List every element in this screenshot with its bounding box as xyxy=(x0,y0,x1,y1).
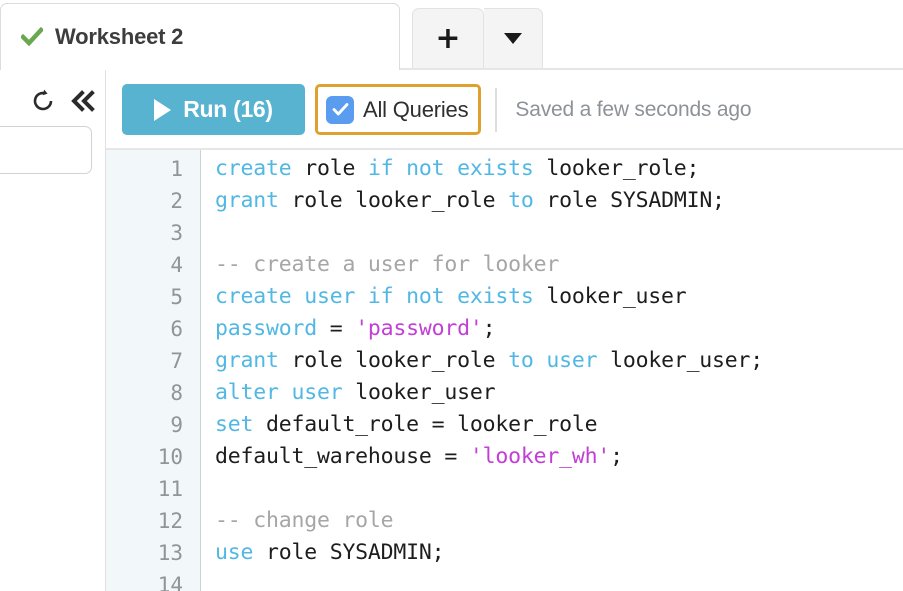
code-token: looker_user xyxy=(342,380,496,405)
line-number: 14 xyxy=(157,573,183,591)
line-number: 11 xyxy=(157,477,183,501)
run-button-label: Run (16) xyxy=(183,96,273,122)
code-token: create user if not exists xyxy=(215,284,534,309)
code-token: role xyxy=(291,156,368,181)
line-number: 9 xyxy=(170,413,183,437)
tab-bar: Worksheet 2 + xyxy=(0,0,903,70)
code-line[interactable]: default_warehouse = 'looker_wh'; xyxy=(215,441,903,473)
tab-bar-underline xyxy=(0,68,903,70)
run-button[interactable]: Run (16) xyxy=(122,84,305,135)
code-token: role SYSADMIN; xyxy=(533,188,725,213)
left-rail xyxy=(0,70,104,591)
saved-status-text: Saved a few seconds ago xyxy=(515,97,752,121)
code-line[interactable]: alter user looker_user xyxy=(215,377,903,409)
new-worksheet-dropdown-button[interactable] xyxy=(484,8,543,68)
code-token: role looker_role xyxy=(278,188,509,213)
code-line[interactable]: grant role looker_role to role SYSADMIN; xyxy=(215,185,903,217)
code-token: grant xyxy=(215,188,279,213)
code-line[interactable]: grant role looker_role to user looker_us… xyxy=(215,345,903,377)
line-number: 5 xyxy=(170,285,183,309)
line-number: 4 xyxy=(170,253,183,277)
code-token: default_role = looker_role xyxy=(253,412,598,437)
editor-toolbar: Run (16) All Queries Saved a few seconds… xyxy=(106,70,903,150)
line-number: 6 xyxy=(170,317,183,341)
code-line[interactable]: use role SYSADMIN; xyxy=(215,537,903,569)
code-line[interactable]: create role if not exists looker_role; xyxy=(215,153,903,185)
code-token: 'looker_wh' xyxy=(469,444,611,469)
toolbar-vertical-divider xyxy=(495,87,498,132)
line-number: 7 xyxy=(170,349,183,373)
code-token: role looker_role xyxy=(278,348,509,373)
checkbox-checked-icon[interactable] xyxy=(326,95,354,124)
line-number: 3 xyxy=(170,221,183,245)
toolbar-separator xyxy=(106,148,903,150)
line-number: 2 xyxy=(170,189,183,213)
line-number: 12 xyxy=(157,509,183,533)
refresh-icon[interactable] xyxy=(30,88,56,114)
search-input[interactable] xyxy=(0,126,92,174)
code-token: looker_user xyxy=(533,284,687,309)
code-token: -- create a user for looker xyxy=(215,252,560,277)
code-token: looker_user; xyxy=(597,348,764,373)
green-check-icon xyxy=(21,26,43,48)
code-token: role SYSADMIN; xyxy=(253,540,445,565)
code-content[interactable]: create role if not exists looker_role;gr… xyxy=(201,150,903,591)
code-token: ; xyxy=(482,316,496,341)
code-line[interactable]: create user if not exists looker_user xyxy=(215,281,903,313)
code-line[interactable] xyxy=(215,569,903,591)
line-number: 10 xyxy=(157,445,183,469)
code-line[interactable]: -- create a user for looker xyxy=(215,249,903,281)
code-line[interactable]: set default_role = looker_role xyxy=(215,409,903,441)
chevrons-left-icon[interactable] xyxy=(70,88,96,114)
code-token: default_warehouse = xyxy=(215,444,470,469)
code-token: create xyxy=(215,156,292,181)
code-token: alter user xyxy=(215,380,343,405)
code-token: -- change role xyxy=(215,508,394,533)
tab-label: Worksheet 2 xyxy=(55,24,184,49)
editor-pane: Run (16) All Queries Saved a few seconds… xyxy=(105,70,903,591)
code-token: = xyxy=(316,316,356,341)
code-line[interactable] xyxy=(215,217,903,249)
code-line[interactable] xyxy=(215,473,903,505)
code-token: to xyxy=(508,188,534,213)
line-number: 13 xyxy=(157,541,183,565)
chevron-down-icon xyxy=(504,33,522,44)
code-line[interactable]: password = 'password'; xyxy=(215,313,903,345)
code-line[interactable]: -- change role xyxy=(215,505,903,537)
code-token: to user xyxy=(508,348,598,373)
new-worksheet-button[interactable]: + xyxy=(412,8,484,68)
tab-worksheet-2[interactable]: Worksheet 2 xyxy=(0,3,400,70)
code-token: set xyxy=(215,412,254,437)
all-queries-label: All Queries xyxy=(363,96,469,122)
left-rail-icon-group xyxy=(30,88,96,114)
line-number: 1 xyxy=(170,157,183,181)
code-token: ; xyxy=(610,444,623,469)
play-icon xyxy=(154,98,172,121)
code-token: 'password' xyxy=(355,316,483,341)
code-token: use xyxy=(215,540,254,565)
plus-icon: + xyxy=(435,20,461,56)
code-token: looker_role; xyxy=(533,156,700,181)
code-token: password xyxy=(215,316,317,341)
code-token: grant xyxy=(215,348,279,373)
all-queries-checkbox[interactable]: All Queries xyxy=(315,84,482,135)
code-token: if not exists xyxy=(367,156,534,181)
line-number: 8 xyxy=(170,381,183,405)
